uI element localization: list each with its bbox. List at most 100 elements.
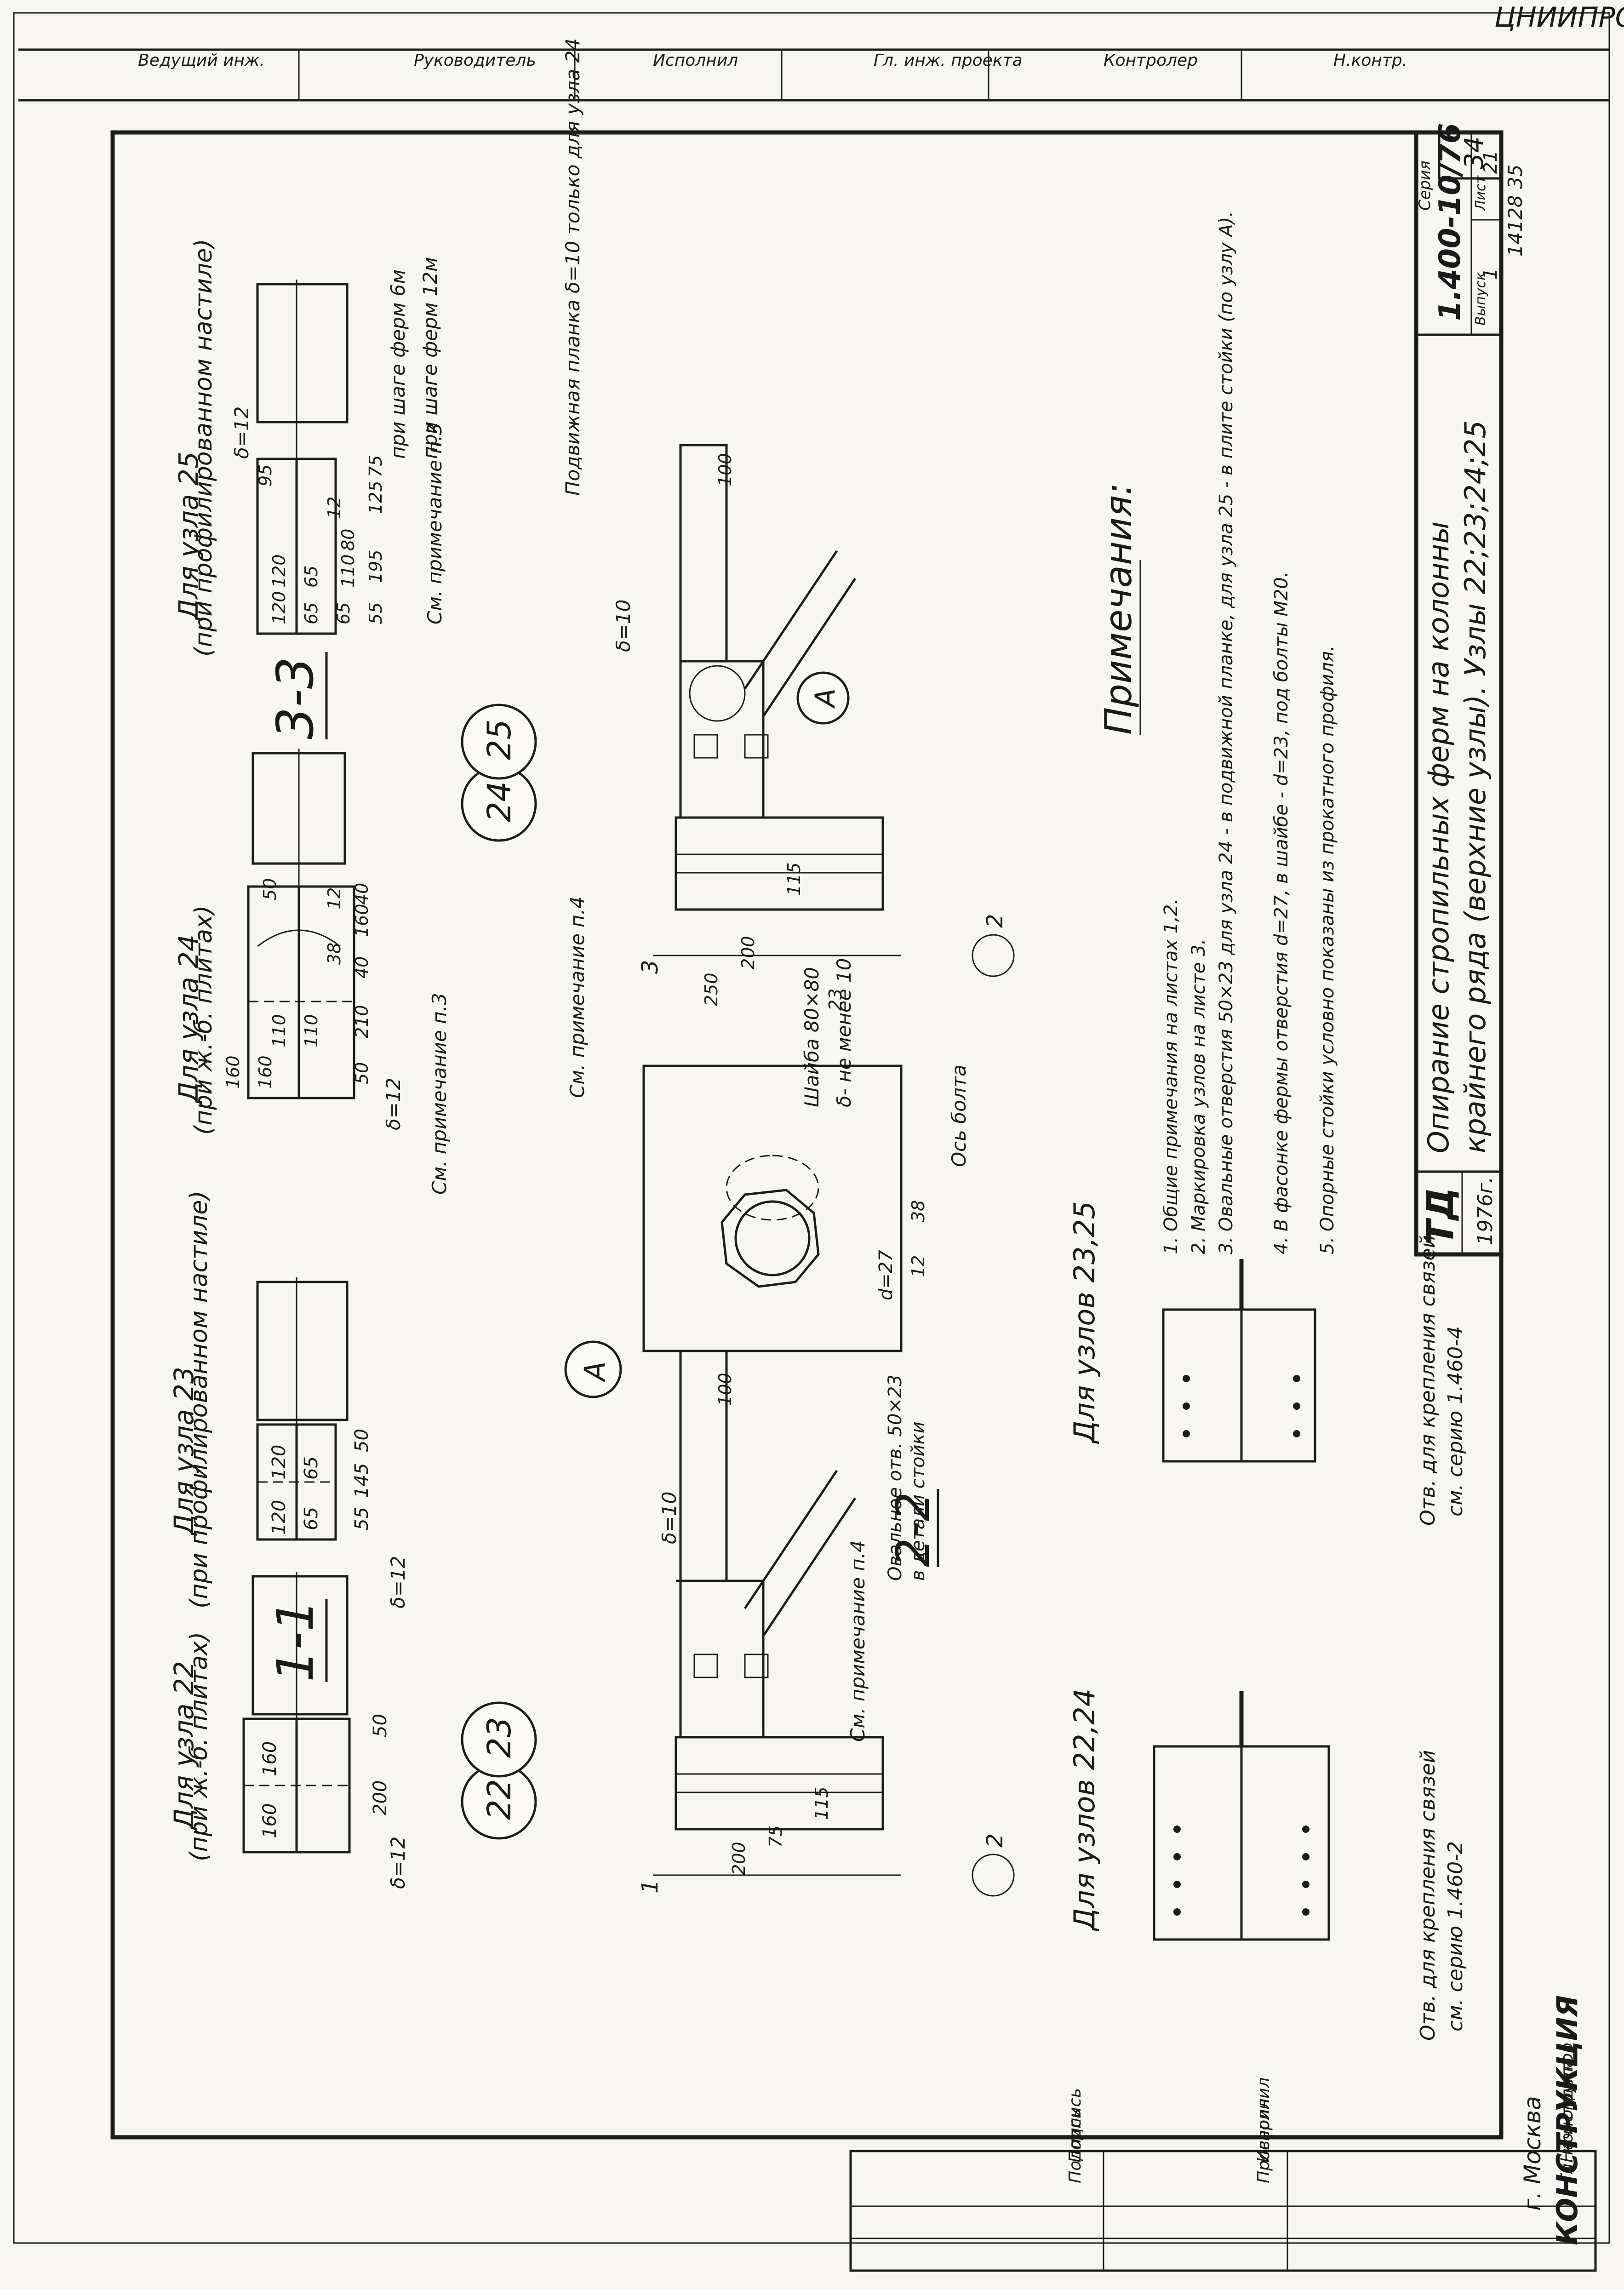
node22-title: Для узла 22 — [168, 1661, 200, 1831]
view-nodes-23-25: Для узлов 23,25 Отв. для крепления связе… — [1068, 1201, 1467, 1526]
node22-subtitle: (при ж.-б. плитах) — [185, 1632, 213, 1861]
dim: 75 — [766, 1825, 786, 1848]
note-ref: См. примечание п.4 — [846, 1540, 869, 1742]
dim: 40 — [352, 956, 372, 979]
note-number: 2. — [1188, 1237, 1209, 1254]
dim: 55 — [351, 1507, 372, 1530]
note-text: Общие примечания на листах 1,2. — [1161, 898, 1182, 1231]
view-nodes-22-24: Для узлов 22,24 Отв. для крепления связе… — [1068, 1688, 1467, 2041]
node23-title: Для узла 23 — [168, 1367, 200, 1536]
detail-plate — [642, 1064, 903, 1352]
archive-number: 14128 35 — [1504, 165, 1527, 257]
node24-subtitle: (при ж.-б. плитах) — [190, 905, 217, 1135]
doc-title-line1: Опирание стропильных ферм на колонны — [1422, 521, 1455, 1153]
view-right-section: А Подвижная планка δ=10 только для узла … — [561, 38, 1015, 1006]
strip-label: Гл. инж. проекта — [874, 51, 1023, 70]
hole-dim: d=27 — [875, 1250, 897, 1300]
node-circle-24: 24 — [480, 781, 518, 822]
strip-row: Нач. отдела — [1558, 2058, 1577, 2163]
dim: 95 — [255, 464, 275, 486]
dim: 125 — [366, 481, 386, 514]
view-title-2-2: 2-2 — [886, 1492, 940, 1567]
node23-subtitle: (при профилированном настиле) — [185, 1190, 213, 1608]
section-mark: 2 — [982, 1833, 1008, 1848]
notes: Примечания: 1. Общие примечания на листа… — [1097, 211, 1338, 1254]
node-circles-24-25: 24 25 — [461, 704, 537, 842]
note-text: В фасонке фермы отверстия d=27, в шайбе … — [1271, 572, 1292, 1232]
dim: 110 — [269, 1014, 289, 1047]
view-3-3: 3-3 Для узла 24 (при ж.-б. плитах) 160 1… — [173, 239, 451, 1195]
note-ref: См. примечание п.3 — [428, 993, 451, 1195]
delta-label: δ=10 — [612, 600, 635, 652]
node24-title: Для узла 24 — [173, 934, 204, 1104]
view-2-2: δ=10 100 200 75 115 См. примечание п.4 2… — [637, 1350, 1015, 1897]
strip-label: Исполнил — [653, 51, 738, 70]
delta-label: δ=10 — [658, 1492, 680, 1544]
notes-heading: Примечания: — [1097, 483, 1140, 735]
note-number: 5. — [1317, 1237, 1338, 1254]
strip-label: Контролер — [1104, 51, 1198, 70]
dim: 110 — [338, 554, 358, 588]
dim: 50 — [370, 1714, 391, 1737]
dim: 50 — [260, 878, 280, 900]
city-name: г. Москва — [1519, 2096, 1546, 2211]
dim: 160 — [352, 904, 372, 937]
ref-series: см. серию 1.460-2 — [1444, 1841, 1467, 2031]
dim-thickness: δ=12 — [230, 406, 253, 459]
strip-row: Гл. конструктор — [1558, 2043, 1577, 2183]
node-circle-23: 23 — [480, 1717, 518, 1758]
plate-note: Подвижная планка δ=10 только для узла 24 — [561, 38, 584, 496]
strip-row: Исполнил — [1254, 2077, 1273, 2163]
doc-year: 1976г. — [1474, 1177, 1497, 1245]
dim: 40 — [352, 883, 372, 905]
slot-sublabel: в детали стойки — [908, 1421, 929, 1581]
dim: 80 — [338, 529, 358, 551]
dim: 100 — [715, 1373, 735, 1406]
view-title-1-1: 1-1 — [266, 1599, 325, 1682]
dim: 200 — [370, 1780, 391, 1815]
note-text: Маркировка узлов на листе 3. — [1188, 939, 1209, 1231]
drawing-frame — [110, 130, 1504, 2140]
dim: 12 — [324, 497, 344, 519]
dim: 195 — [366, 549, 386, 583]
dim: 160 — [259, 1741, 280, 1776]
section-mark: 3 — [637, 960, 663, 974]
view-title: Для узлов 22,24 — [1068, 1688, 1101, 1932]
dim: 75 — [366, 455, 386, 477]
series-label: Серия — [1416, 160, 1434, 211]
dim: 250 — [701, 973, 721, 1006]
title-block: ТД 1976г. Опирание стропильных ферм на к… — [1414, 123, 1527, 1257]
section-mark: 2 — [982, 914, 1008, 928]
dim-thickness: δ=12 — [387, 1837, 409, 1889]
washer-thickness: δ- не менее 10 — [833, 958, 855, 1107]
slot-label: Овальное отв. 50×23 — [885, 1374, 906, 1581]
dim: 120 — [269, 1445, 290, 1480]
strip-label: Руководитель — [414, 51, 536, 70]
sheet-label: Лист — [1473, 175, 1489, 211]
org-name: КОНСТРУКЦИЯ — [1550, 1995, 1584, 2245]
dim: 115 — [784, 862, 804, 896]
plate-24 — [247, 885, 355, 1099]
washer-label: Шайба 80×80 — [801, 967, 823, 1107]
dim: 55 — [366, 602, 386, 624]
top-strip: ЦНИИПРОЕКТСТАЛЬ Н.контр. Контролер Гл. и… — [18, 1, 1624, 102]
dim: 110 — [301, 1014, 321, 1047]
note-number: 1. — [1161, 1237, 1182, 1254]
ref-label: Отв. для крепления связей — [1416, 1750, 1440, 2041]
dim: 210 — [352, 1005, 372, 1038]
node25-subtitle: (при профилированном настиле) — [190, 239, 217, 657]
view-title: Для узлов 23,25 — [1068, 1201, 1101, 1444]
dim: 145 — [351, 1463, 372, 1498]
dim: 160 — [255, 1055, 275, 1089]
issue-number: 1 — [1480, 268, 1501, 280]
detail-marker: А — [578, 1362, 612, 1383]
dim: 38 — [324, 943, 344, 965]
node-circle-22: 22 — [480, 1779, 518, 1820]
dim: 50 — [351, 1429, 372, 1452]
dim: 120 — [269, 554, 289, 588]
dim: 200 — [738, 936, 758, 969]
dim: 120 — [269, 591, 289, 624]
dim: 50 — [352, 1062, 372, 1084]
